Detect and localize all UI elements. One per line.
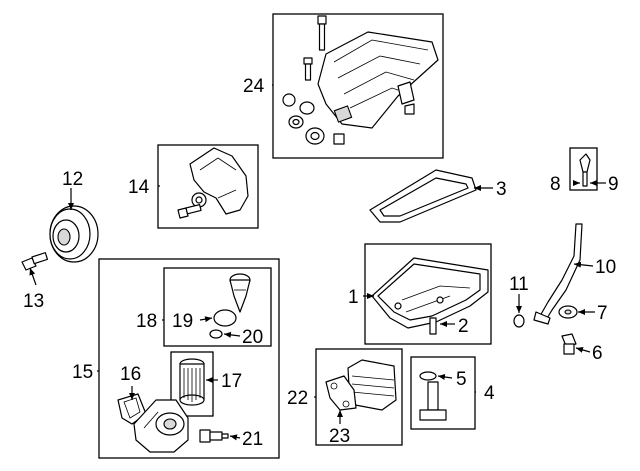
- oil-pan-part: [371, 257, 489, 329]
- callout-18: 18: [136, 311, 157, 332]
- valve-cover-bolt-long: [317, 15, 327, 51]
- callout-9: 9: [608, 174, 619, 195]
- callout-19: 19: [172, 311, 193, 332]
- oil-level-sensor-part: [419, 381, 447, 421]
- oil-filter-housing-part: [133, 399, 189, 453]
- oil-pump-part: [177, 147, 249, 219]
- drain-plug-part: [561, 333, 577, 355]
- oil-pan-dowel: [429, 317, 437, 335]
- group-box-oil-filter-adapter: [163, 267, 272, 347]
- oil-filter-part: [179, 358, 205, 406]
- leader-lines: [29, 84, 606, 441]
- callout-14: 14: [128, 177, 150, 198]
- dipstick-tube-part: [533, 223, 583, 325]
- small-o-ring: [209, 329, 223, 339]
- callout-20: 20: [242, 327, 263, 348]
- crankshaft-pulley-part: [49, 205, 99, 263]
- oil-pan-gasket-part: [369, 169, 477, 223]
- group-box-oil-filter: [170, 351, 214, 417]
- callout-7: 7: [597, 303, 608, 324]
- callout-3: 3: [496, 179, 507, 200]
- callout-17: 17: [221, 371, 242, 392]
- group-box-oil-level-sensor: [410, 356, 476, 430]
- callout-15: 15: [72, 362, 93, 383]
- callout-22: 22: [287, 388, 308, 409]
- valve-cover-part: [317, 31, 439, 129]
- callout-13: 13: [23, 291, 44, 312]
- callout-labels: 24 3 14 12 13 1 2 8 9 10 11 7 6 15 16 17…: [23, 76, 619, 450]
- group-box-oil-filter-housing: [98, 258, 280, 459]
- filter-cap-o-ring: [213, 309, 237, 327]
- group-box-dipstick: [569, 147, 598, 191]
- oil-pressure-sensor-part: [199, 429, 229, 443]
- sensor-o-ring: [419, 371, 437, 381]
- oil-cooler-gasket: [325, 375, 357, 411]
- callout-1: 1: [348, 287, 359, 308]
- valve-cover-grommets: [282, 93, 345, 145]
- callout-6: 6: [592, 343, 603, 364]
- oil-filter-cap-part: [229, 273, 251, 313]
- callout-16: 16: [120, 364, 141, 385]
- dipstick-handle-part: [579, 153, 591, 187]
- o-ring-part: [513, 314, 525, 328]
- group-box-oil-pan: [364, 243, 492, 345]
- callout-24: 24: [243, 76, 265, 97]
- callout-10: 10: [595, 257, 616, 278]
- callout-23: 23: [329, 426, 350, 447]
- callout-11: 11: [509, 274, 529, 295]
- washer-part: [558, 305, 578, 319]
- callout-21: 21: [242, 429, 263, 450]
- callout-12: 12: [62, 169, 83, 190]
- callout-5: 5: [456, 369, 467, 390]
- pulley-bolt-part: [21, 252, 49, 271]
- callout-2: 2: [458, 316, 469, 337]
- callout-8: 8: [550, 174, 561, 195]
- callout-4: 4: [484, 383, 495, 404]
- valve-cover-stud: [303, 57, 313, 81]
- group-box-valve-cover: [272, 13, 444, 159]
